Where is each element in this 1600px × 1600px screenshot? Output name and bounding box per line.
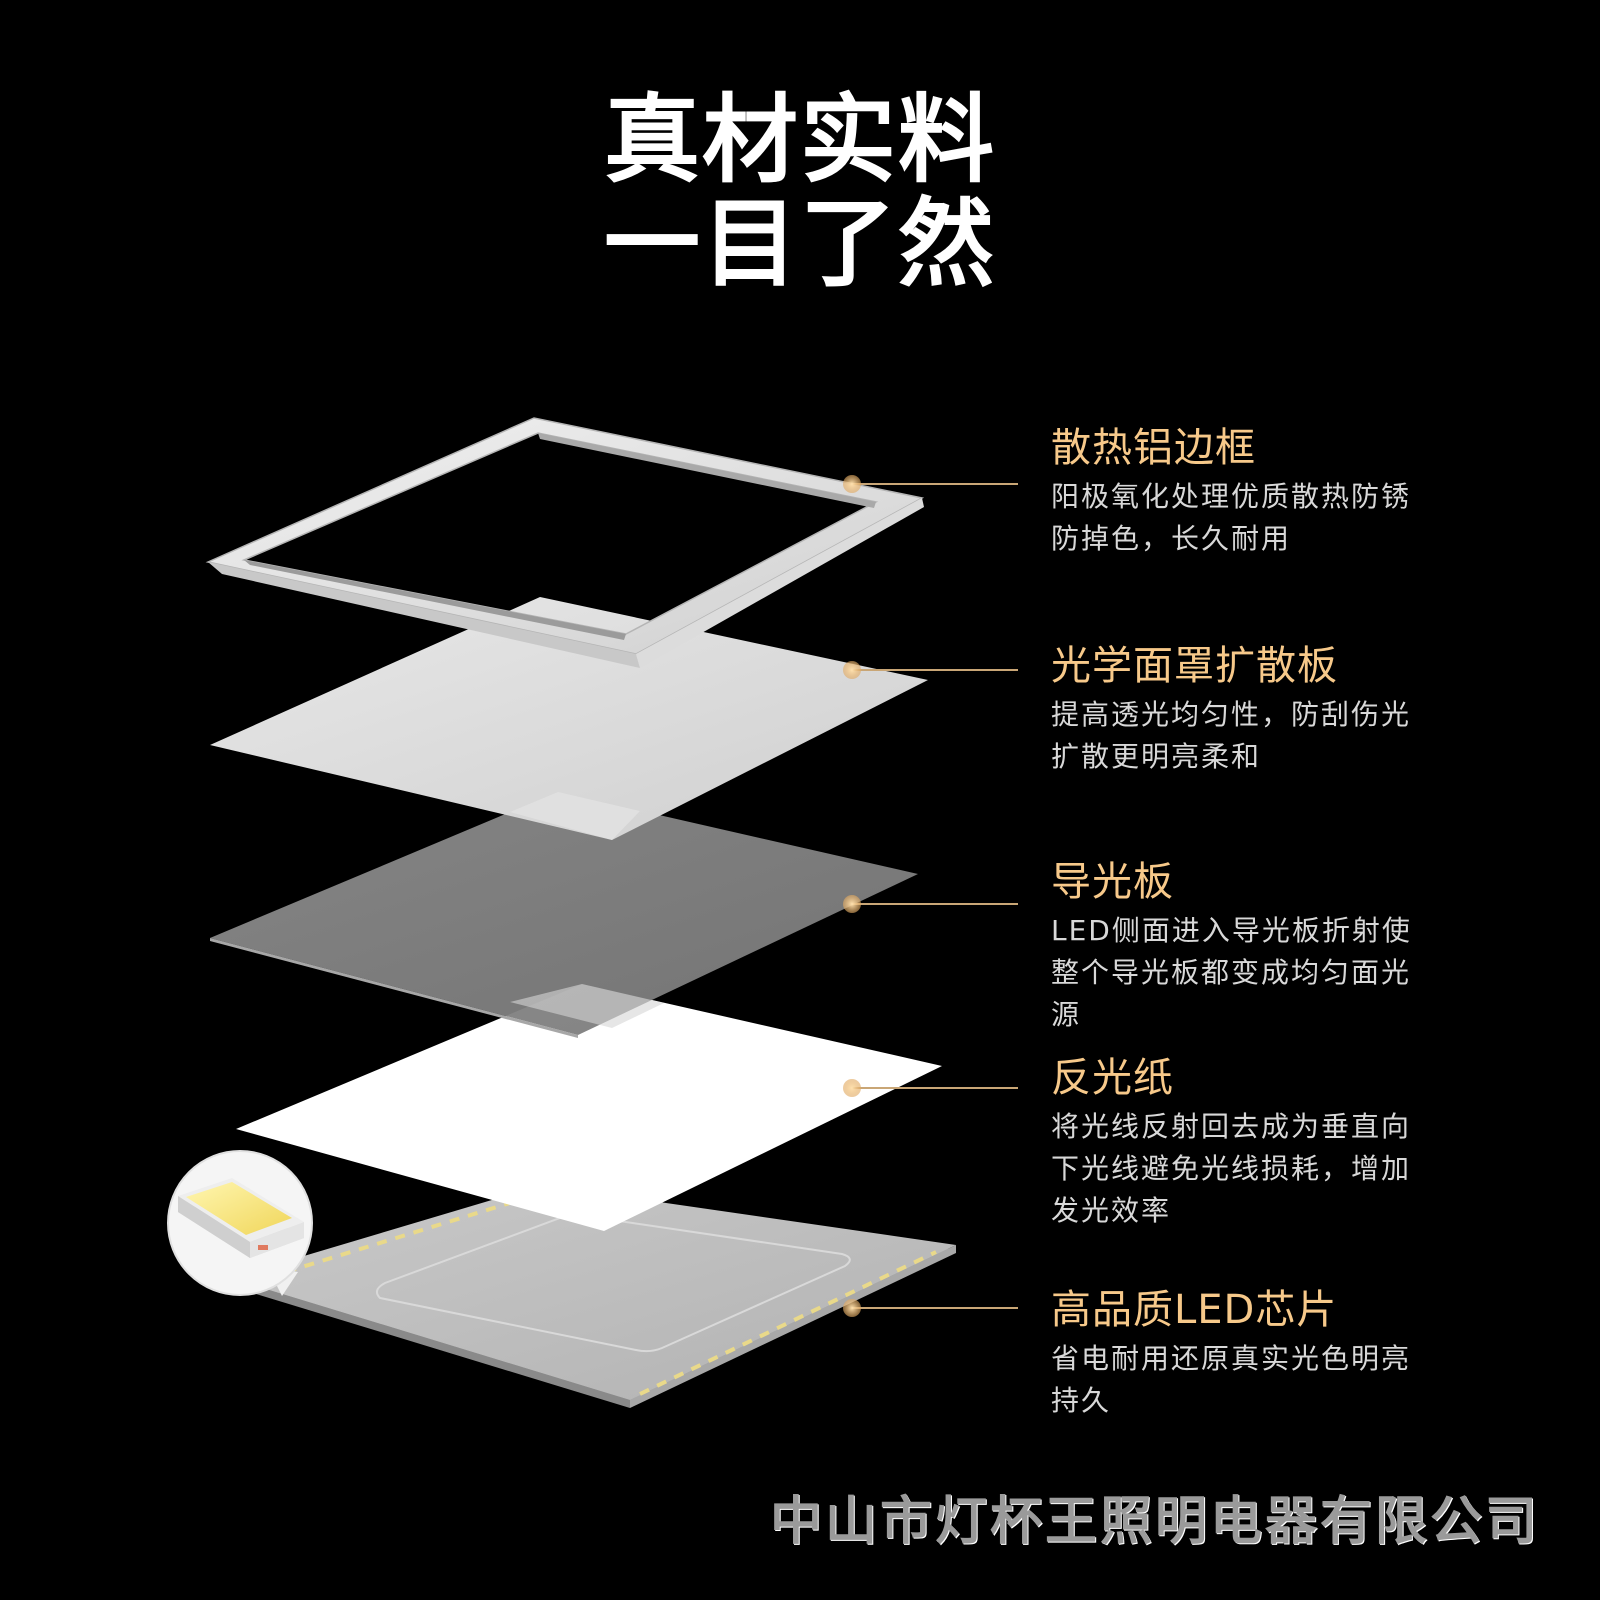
description-line: 将光线反射回去成为垂直向 (1051, 1110, 1412, 1143)
layer-title: 高品质LED芯片 (1051, 1287, 1338, 1333)
label-aluminum-frame: 散热铝边框 阳极氧化处理优质散热防锈 防掉色，长久耐用 (1051, 424, 1451, 560)
light-guide-plate (210, 792, 918, 1038)
headline: 真材实料 一目了然 (0, 88, 1600, 296)
headline-line-1: 真材实料 (604, 84, 996, 196)
layer-title: 导光板 (1051, 859, 1174, 905)
description-line: LED侧面进入导光板折射使 (1051, 914, 1412, 947)
leader-line-led (843, 1299, 1018, 1317)
layer-description: 将光线反射回去成为垂直向 下光线避免光线损耗，增加 发光效率 (1051, 1106, 1451, 1232)
description-line: 整个导光板都变成均匀面光 (1051, 956, 1412, 989)
company-name: 中山市灯杯王照明电器有限公司 (769, 1492, 1540, 1552)
leader-line-reflector (843, 1079, 1018, 1097)
aluminum-frame (205, 417, 925, 668)
description-line: 源 (1051, 998, 1082, 1031)
description-line: 提高透光均匀性，防刮伤光 (1051, 698, 1412, 731)
led-chip-magnifier (167, 1150, 313, 1296)
led-base-plate (230, 1185, 956, 1408)
label-diffuser-plate: 光学面罩扩散板 提高透光均匀性，防刮伤光 扩散更明亮柔和 (1051, 642, 1451, 778)
description-line: 阳极氧化处理优质散热防锈 (1051, 480, 1412, 513)
leader-line-guide (843, 895, 1018, 913)
headline-line-2: 一目了然 (604, 188, 996, 300)
description-line: 发光效率 (1051, 1194, 1172, 1227)
description-line: 防掉色，长久耐用 (1051, 522, 1292, 555)
description-line: 下光线避免光线损耗，增加 (1051, 1152, 1412, 1185)
description-line: 省电耐用还原真实光色明亮 (1051, 1342, 1412, 1375)
layer-description: 阳极氧化处理优质散热防锈 防掉色，长久耐用 (1051, 476, 1451, 560)
layer-title: 反光纸 (1051, 1055, 1174, 1101)
led-strip-right (639, 1250, 937, 1396)
leader-line-diffuser (843, 661, 1018, 679)
label-light-guide-plate: 导光板 LED侧面进入导光板折射使 整个导光板都变成均匀面光 源 (1051, 858, 1451, 1036)
layer-title: 光学面罩扩散板 (1051, 643, 1338, 689)
layer-description: LED侧面进入导光板折射使 整个导光板都变成均匀面光 源 (1051, 910, 1451, 1036)
diffuser-plate (210, 597, 928, 840)
layer-description: 提高透光均匀性，防刮伤光 扩散更明亮柔和 (1051, 694, 1451, 778)
label-reflective-paper: 反光纸 将光线反射回去成为垂直向 下光线避免光线损耗，增加 发光效率 (1051, 1054, 1451, 1232)
description-line: 持久 (1051, 1384, 1112, 1417)
label-led-chip: 高品质LED芯片 省电耐用还原真实光色明亮 持久 (1051, 1286, 1451, 1422)
description-line: 扩散更明亮柔和 (1051, 740, 1262, 773)
layer-title: 散热铝边框 (1051, 425, 1256, 471)
leader-line-frame (843, 475, 1018, 493)
layer-description: 省电耐用还原真实光色明亮 持久 (1051, 1338, 1451, 1422)
reflective-paper (236, 984, 942, 1231)
